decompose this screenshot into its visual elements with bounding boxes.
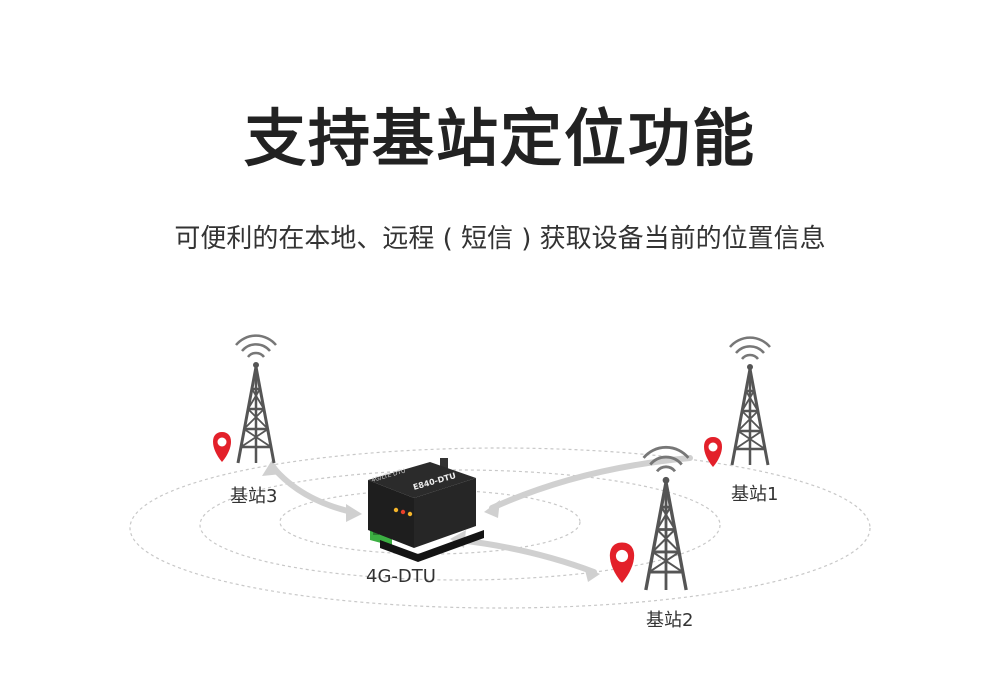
station3-label: 基站3 xyxy=(230,486,278,507)
tower-station2-icon xyxy=(641,445,691,592)
page-subtitle: 可便利的在本地、远程 ( 短信 ) 获取设备当前的位置信息 xyxy=(174,224,826,254)
arrow-station2-to-device xyxy=(455,537,597,575)
coverage-rings xyxy=(129,447,871,609)
tower-station1-icon xyxy=(728,336,772,467)
arrow-heads xyxy=(262,460,600,582)
device-label: 4G-DTU xyxy=(366,566,436,587)
page-title: 支持基站定位功能 xyxy=(243,102,756,175)
location-pin-station1-icon xyxy=(704,437,722,467)
dtu-device-icon: 4G/LTE DTU E840-DTU xyxy=(368,458,484,562)
arrow-station1-to-device xyxy=(489,455,693,511)
station1-label: 基站1 xyxy=(731,484,779,505)
location-pin-station3-icon xyxy=(213,432,231,462)
location-pin-station2-icon xyxy=(609,542,635,583)
station2-label: 基站2 xyxy=(646,610,694,631)
arrow-station3-to-device xyxy=(269,463,355,515)
tower-station3-icon xyxy=(234,334,278,465)
